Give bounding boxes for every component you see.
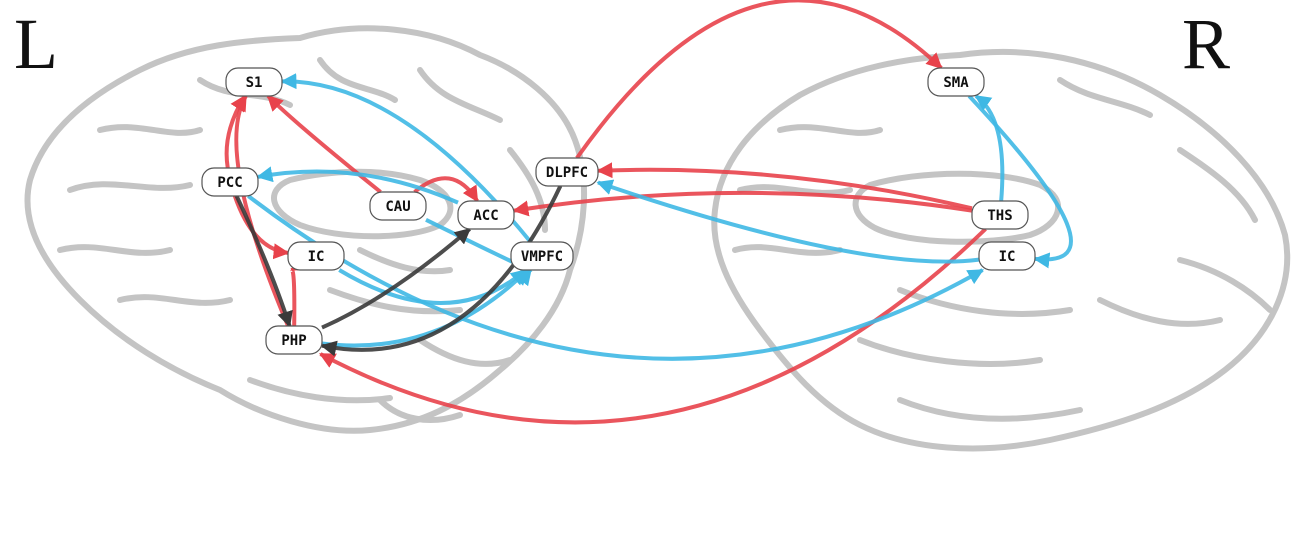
right-brain-outline	[711, 48, 1291, 452]
edge-cau-to-acc	[413, 176, 479, 203]
node-pcc: PCC	[201, 167, 259, 197]
edge-php-to-ic_l	[289, 255, 308, 327]
node-label: VMPFC	[521, 249, 563, 265]
node-box	[978, 241, 1036, 271]
node-label: IC	[999, 249, 1016, 265]
node-box	[971, 200, 1029, 230]
node-label: PHP	[281, 333, 306, 349]
right-hemisphere-label: R	[1182, 4, 1231, 84]
left-brain-outline	[24, 25, 588, 434]
node-acc: ACC	[457, 200, 515, 230]
node-ic-l: IC	[287, 241, 345, 271]
node-box	[287, 241, 345, 271]
edge-ic_l-to-vmpfc	[338, 268, 528, 305]
node-box	[369, 191, 427, 221]
edge-ths-to-acc	[512, 190, 973, 217]
node-ths: THS	[971, 200, 1029, 230]
edge-php-to-acc	[321, 227, 472, 330]
node-dlpfc: DLPFC	[535, 157, 599, 187]
edge-ths-to-dlpfc	[596, 162, 973, 211]
edge-acc-to-pcc	[256, 166, 459, 205]
edge-layer	[224, 0, 1073, 425]
node-ic-r: IC	[978, 241, 1036, 271]
node-label: S1	[246, 75, 263, 91]
node-box	[510, 241, 574, 271]
node-label: DLPFC	[546, 165, 588, 181]
node-label: PCC	[217, 175, 242, 191]
edge-ic_r-to-dlpfc	[596, 179, 980, 264]
node-label: IC	[308, 249, 325, 265]
node-box	[265, 325, 323, 355]
edge-ths-to-sma	[974, 94, 1005, 202]
node-s1: S1	[225, 67, 283, 97]
node-box	[535, 157, 599, 187]
edge-ths-to-php	[319, 227, 987, 425]
node-box	[201, 167, 259, 197]
node-label: SMA	[943, 75, 969, 91]
node-box	[927, 67, 985, 97]
node-sma: SMA	[927, 67, 985, 97]
node-label: THS	[987, 208, 1012, 224]
left-hemisphere-label: L	[14, 4, 58, 84]
edge-pcc-to-php	[234, 195, 293, 328]
edge-cau-to-s1	[266, 94, 382, 194]
node-cau: CAU	[369, 191, 427, 221]
node-label: ACC	[473, 208, 498, 224]
node-label: CAU	[385, 199, 410, 215]
edge-sma-to-ic_r	[967, 94, 1073, 269]
node-php: PHP	[265, 325, 323, 355]
node-box	[225, 67, 283, 97]
edge-dlpfc-to-sma	[575, 0, 943, 160]
edge-pcc-to-ic_r	[247, 194, 984, 361]
edge-php-to-vmpfc	[321, 268, 530, 348]
node-vmpfc: VMPFC	[510, 241, 574, 271]
node-box	[457, 200, 515, 230]
edge-dlpfc-to-php	[320, 185, 563, 357]
